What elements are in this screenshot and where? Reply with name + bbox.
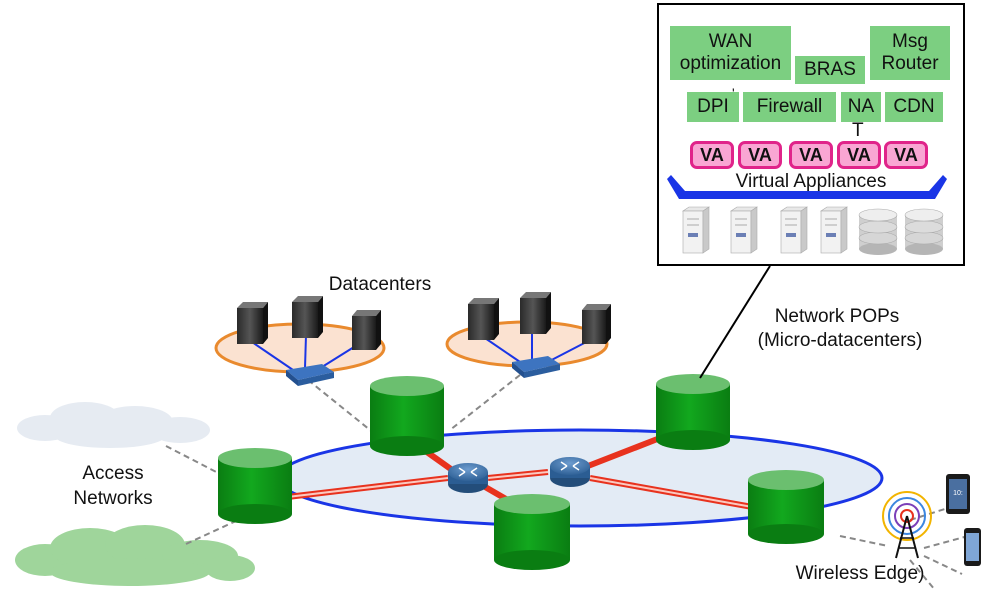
- server-icon: [682, 206, 710, 254]
- server-icon: [780, 206, 808, 254]
- function-box-cdn: CDN: [885, 92, 943, 122]
- micro-datacenters-label: (Micro-datacenters): [758, 330, 923, 351]
- router-icon: [448, 463, 488, 493]
- smartphone-icon: 10:: [946, 474, 970, 514]
- smartphone-icon: [964, 528, 981, 566]
- function-box-msg-router: Msg Router: [870, 26, 950, 80]
- va-chip: VA: [738, 141, 782, 169]
- hardware-row: [682, 206, 944, 255]
- storage-icon: [904, 208, 944, 255]
- datacenter-server-icon: [520, 292, 551, 334]
- nat-overflow-text: T: [852, 120, 864, 141]
- storage-icon: [858, 208, 898, 255]
- pop-cylinder: [494, 494, 570, 570]
- dashed-links: [165, 374, 969, 591]
- network-pops-label: Network POPs: [775, 306, 900, 327]
- datacenter-server-icon: [468, 298, 499, 340]
- pop-cylinder: [748, 470, 824, 544]
- pop-cylinder: [218, 448, 292, 524]
- va-chip: VA: [837, 141, 881, 169]
- networks-label: Networks: [73, 488, 152, 509]
- virtual-appliances-bracket: [667, 175, 947, 199]
- va-chip: VA: [884, 141, 928, 169]
- va-chip: VA: [789, 141, 833, 169]
- pop-callout-line: [699, 265, 771, 379]
- switch-icon: [512, 356, 560, 378]
- svg-text:10:: 10:: [953, 490, 963, 497]
- cell-tower-icon: [882, 491, 932, 559]
- server-icon: [730, 206, 758, 254]
- pop-cylinder: [370, 376, 444, 456]
- cloud-access-top: [17, 402, 210, 448]
- function-box-wan-optimization: WAN optimization: [670, 26, 791, 80]
- function-box-firewall: Firewall: [743, 92, 836, 122]
- server-icon: [820, 206, 848, 254]
- datacenters-label: Datacenters: [329, 274, 431, 295]
- access-label: Access: [82, 463, 143, 484]
- datacenter-server-icon: [352, 310, 381, 350]
- datacenter-server-icon: [292, 296, 323, 338]
- router-icon: [550, 457, 590, 487]
- cloud-access-bottom: [15, 525, 255, 586]
- virtual-appliances-label: Virtual Appliances: [735, 171, 887, 192]
- function-box-bras: BRAS: [795, 56, 865, 84]
- pop-cylinder: [656, 374, 730, 450]
- va-chip: VA: [690, 141, 734, 169]
- datacenter-server-icon: [237, 302, 268, 344]
- function-box-nat: NA: [841, 92, 881, 122]
- dpi-tick-mark: ': [732, 85, 735, 101]
- network-pop-inset: WAN optimization BRAS Msg Router DPI ' F…: [657, 3, 965, 266]
- switch-icon: [286, 364, 334, 386]
- datacenter-server-icon: [582, 304, 611, 344]
- wireless-edge-label: Wireless Edge): [796, 563, 925, 584]
- function-box-dpi: DPI: [687, 92, 739, 122]
